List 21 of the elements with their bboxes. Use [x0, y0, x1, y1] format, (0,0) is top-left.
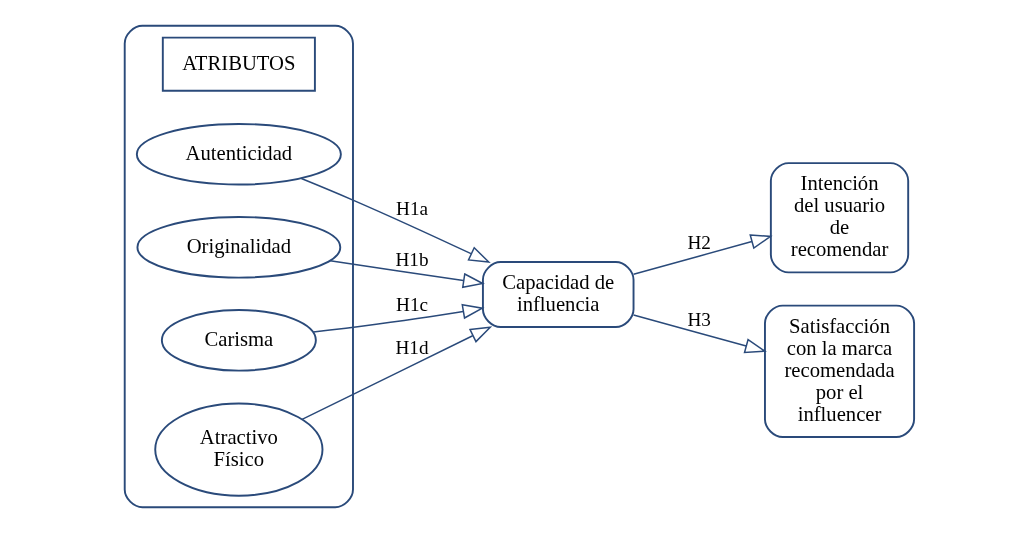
node-box: Capacidad de influencia [481, 261, 635, 328]
node-ellipse: Originalidad [136, 216, 342, 279]
arrow [312, 303, 485, 333]
node-box: ATRIBUTOS [161, 36, 316, 92]
edge-label: H1a [396, 198, 429, 220]
node-ellipse: Carisma [160, 309, 317, 372]
arrow [632, 314, 767, 354]
edge-label: H3 [687, 309, 711, 331]
edge-label: H1c [396, 294, 429, 316]
edge-label: H1d [395, 337, 429, 359]
arrow [301, 326, 493, 421]
edge-label: H1b [395, 248, 429, 270]
edge-label: H2 [687, 232, 711, 254]
arrow [300, 177, 491, 263]
node-box: Satisfacción con la marca recomendada por el influencer [764, 304, 916, 438]
node-ellipse: Autenticidad [135, 123, 342, 186]
cluster [123, 24, 354, 509]
node-ellipse: Atractivo Físico [154, 402, 324, 497]
node-box: Intención del usuario de recomendar [769, 162, 910, 274]
arrow [329, 259, 485, 289]
arrow [632, 234, 773, 275]
